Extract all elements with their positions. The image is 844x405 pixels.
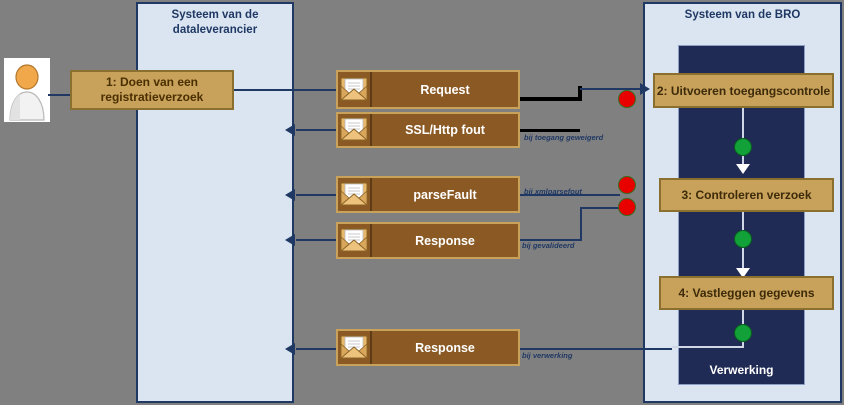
lane-dataleverancier [136,2,294,403]
message-box-request[interactable]: Request [336,70,520,109]
connector-response1-v [580,208,582,241]
condition-label-valid: bij gevalideerd [522,241,575,250]
ok-dot-controle [734,230,752,248]
message-box-response-validated[interactable]: Response [336,222,520,259]
message-label-response-validated: Response [415,233,475,248]
lane-title-bro: Systeem van de BRO [684,9,801,21]
connector-request-step2 [580,88,642,90]
message-label-request: Request [420,82,470,97]
arrowhead-step2-step3 [736,164,750,174]
connector-parsefault-return [296,194,336,196]
lane-title-dataleverancier: Systeem van de dataleverancier [171,9,259,36]
step1-line2: registratieverzoek [100,90,204,104]
processing-label: Verwerking [709,363,774,377]
arrowhead-response2 [285,343,295,355]
connector-request-toegang-h [520,97,582,101]
step-box-4[interactable]: 4: Vastleggen gegevens [659,276,834,310]
error-dot-validatiefout [618,198,636,216]
error-dot-toegang-geweigerd [618,90,636,108]
connector-request-toegang-v [578,86,582,101]
condition-label-toegang: bij toegang geweigerd [524,133,604,142]
step-box-2[interactable]: 2: Uitvoeren toegangscontrole [653,73,834,108]
connector-response2-source [520,348,672,350]
connector-actor-step1 [48,94,72,96]
message-box-parsefault[interactable]: parseFault [336,176,520,213]
arrowhead-response1 [285,234,295,246]
arrowhead-sslfout [285,124,295,136]
connector-verwerking-h [672,346,744,348]
connector-step1-request [232,89,336,91]
arrowhead-step3-step4 [736,268,750,278]
step-box-1[interactable]: 1: Doen van een registratieverzoek [70,70,234,110]
ok-dot-vastleggen [734,324,752,342]
connector-response1-return [296,239,336,241]
step-box-3[interactable]: 3: Controleren verzoek [659,178,834,212]
envelope-icon [338,114,372,146]
user-actor-icon [4,58,50,122]
connector-response1-top [580,207,622,209]
error-dot-xmlparsefout [618,176,636,194]
condition-label-verwerking: bij verwerking [522,351,573,360]
message-label-sslfout: SSL/Http fout [405,123,485,137]
connector-sslfout-return [296,129,336,131]
envelope-icon [338,331,372,364]
flow-step4-verwerking [742,310,744,332]
connector-sslfout-source [520,129,580,132]
arrowhead-request-step2 [640,83,650,95]
step1-line1: 1: Doen van een [105,75,199,89]
envelope-icon [338,224,372,257]
condition-label-parse: bij xmlparsefout [524,187,582,196]
connector-response2-return [296,348,336,350]
envelope-icon [338,72,372,107]
ok-dot-toegang [734,138,752,156]
arrowhead-parsefault [285,189,295,201]
message-box-sslfout[interactable]: SSL/Http fout [336,112,520,148]
connector-response1-h [520,239,582,241]
message-label-parsefault: parseFault [413,187,477,202]
message-label-response-verwerking: Response [415,340,475,355]
envelope-icon [338,178,372,211]
connector-parsefault-source [520,194,620,196]
message-box-response-verwerking[interactable]: Response [336,329,520,366]
